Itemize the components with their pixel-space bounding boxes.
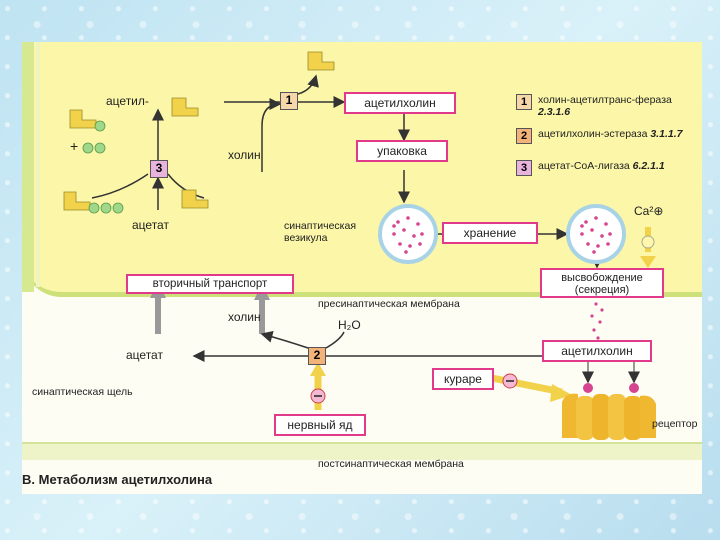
legend-num-1: 1 <box>516 94 532 110</box>
membrane-edge <box>22 42 34 292</box>
release-box: высвобождение (секреция) <box>540 268 664 298</box>
nerve-gas-box: нервный яд <box>274 414 366 436</box>
ach-top-box: ацетилхолин <box>344 92 456 114</box>
postsynaptic-membrane-label: постсинаптическая мембрана <box>318 458 464 470</box>
legend-item-3: ацетат-CoA-лигаза 6.2.1.1 <box>538 160 665 172</box>
figure-caption: B. Метаболизм ацетилхолина <box>22 472 213 487</box>
curare-box: кураре <box>432 368 494 390</box>
legend-item-2: ацетилхолин-эстераза 3.1.1.7 <box>538 128 683 140</box>
presynaptic-membrane-label: пресинаптическая мембрана <box>318 298 460 310</box>
choline-top-label: холин <box>228 148 261 162</box>
calcium-label: Ca²⊕ <box>634 204 664 218</box>
enzyme-badge-2: 2 <box>308 347 326 365</box>
receptor-label: рецептор <box>652 418 698 430</box>
water-label: H₂O <box>338 318 361 332</box>
acetyl-label: ацетил- <box>106 94 149 108</box>
acetate-bottom-label: ацетат <box>126 348 163 362</box>
receptor-shape <box>562 383 656 440</box>
packing-box: упаковка <box>356 140 448 162</box>
secondary-transport-box: вторичный транспорт <box>126 274 294 294</box>
storage-box: хранение <box>442 222 538 244</box>
legend-num-3: 3 <box>516 160 532 176</box>
diagram-arrows <box>63 51 656 440</box>
membrane-edge-inner <box>36 42 40 287</box>
legend-num-2: 2 <box>516 128 532 144</box>
enzyme-badge-1: 1 <box>280 92 298 110</box>
ach-bottom-box: ацетилхолин <box>542 340 652 362</box>
synaptic-cleft-label: синаптическая щель <box>32 386 133 398</box>
caption-area <box>22 460 702 494</box>
diagram-panel: ацетил- холин ацетат + 1 3 ацетилхолин у… <box>22 42 702 494</box>
acetate-top-label: ацетат <box>132 218 169 232</box>
enzyme-badge-3: 3 <box>150 160 168 178</box>
choline-bottom-label: холин <box>228 310 261 324</box>
vesicle-label: синаптическая везикула <box>284 220 357 244</box>
plus-sign: + <box>70 138 79 154</box>
legend-item-1: холин-ацетилтранс-ферaза 2.3.1.6 <box>538 94 672 118</box>
